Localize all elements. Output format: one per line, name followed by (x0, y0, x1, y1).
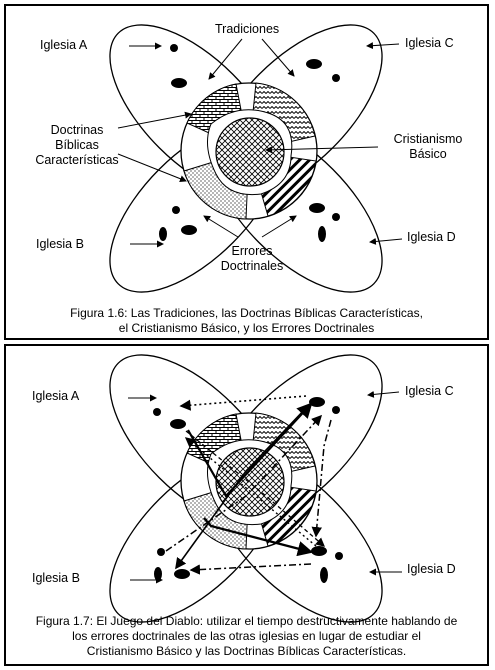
figure-1-7-diagram (109, 354, 402, 623)
label-iglesia-c: Iglesia C (405, 36, 454, 50)
figure-1-7-caption: Figura 1.7: El Juego del Diablo: utiliza… (6, 614, 487, 659)
figure-1-6-diagram (109, 24, 403, 293)
church-a-dots (170, 44, 187, 88)
arrow-errores-left (203, 215, 239, 238)
line-dashdot-c-to-d (311, 419, 332, 538)
caption-1-7-line2: los errores doctrinales de las otras igl… (72, 629, 421, 643)
arrow-iglesia-d (369, 237, 403, 245)
church-d-dots (311, 546, 343, 583)
figure-1-6-caption: Figura 1.6: Las Tradiciones, las Doctrin… (6, 306, 487, 336)
label-iglesia-d: Iglesia D (407, 230, 456, 244)
label-errores-line1: Errores (231, 244, 273, 258)
church-c-dots (306, 59, 340, 82)
label-iglesia-a: Iglesia A (40, 38, 88, 52)
line-dashed-a-to-d (185, 430, 325, 547)
caption-1-7-line1: Figura 1.7: El Juego del Diablo: utiliza… (35, 614, 458, 628)
label-errores: Errores Doctrinales (202, 244, 302, 274)
label-iglesia-b: Iglesia B (36, 237, 84, 251)
arrow-errores-right (261, 215, 297, 238)
arrow-iglesia-c (367, 390, 400, 398)
label-iglesia-c: Iglesia C (405, 384, 454, 398)
line-dashdot-b-to-c (165, 414, 323, 552)
core-circle (215, 117, 285, 187)
label-cristianismo: Cristianismo Básico (378, 132, 478, 162)
label-iglesia-a: Iglesia A (32, 389, 80, 403)
line-solid-b-to-d (203, 517, 314, 557)
church-b-dots (154, 548, 190, 581)
caption-1-7-line3: Cristianismo Básico y las Doctrinas Bíbl… (86, 644, 407, 658)
label-doctrinas: Doctrinas Bíblicas Características (32, 123, 122, 168)
caption-1-6-line2: el Cristianismo Básico, y los Errores Do… (118, 321, 375, 335)
arrow-doctrinas-top (117, 111, 192, 129)
caption-1-6-line1: Figura 1.6: Las Tradiciones, las Doctrin… (70, 306, 423, 320)
line-dotted-c-to-a (179, 395, 307, 411)
label-doctrinas-line2: Bíblicas (55, 138, 99, 152)
label-tradiciones: Tradiciones (215, 22, 280, 36)
church-d-dots (309, 203, 340, 242)
church-b-dots (159, 206, 197, 241)
attack-lines (165, 395, 332, 575)
label-errores-line2: Doctrinales (220, 259, 284, 273)
core-circle (215, 447, 285, 517)
figure-1-7-panel: Iglesia A Iglesia C Iglesia B Iglesia D … (4, 344, 489, 666)
arrow-tradiciones-left (208, 38, 243, 80)
line-dotted-d-to-a (184, 437, 317, 547)
label-cristianismo-line2: Básico (409, 147, 447, 161)
arrow-doctrinas-bottom (117, 153, 187, 183)
arrow-tradiciones-right (261, 38, 295, 77)
line-dashdot-d-to-b (189, 563, 312, 575)
label-doctrinas-line3: Características (35, 153, 119, 167)
label-iglesia-d: Iglesia D (407, 562, 456, 576)
line-solid-a-to-c (187, 402, 313, 498)
line-solid-c-to-b (175, 407, 307, 570)
church-c-dots (309, 397, 340, 414)
label-doctrinas-line1: Doctrinas (50, 123, 104, 137)
church-a-dots (153, 408, 186, 429)
figure-1-6-panel: Iglesia A Iglesia C Iglesia B Iglesia D … (4, 4, 489, 340)
label-cristianismo-line1: Cristianismo (393, 132, 463, 146)
label-iglesia-b: Iglesia B (32, 571, 80, 585)
arrow-cristianismo (265, 146, 379, 154)
arrow-iglesia-c (366, 42, 400, 50)
